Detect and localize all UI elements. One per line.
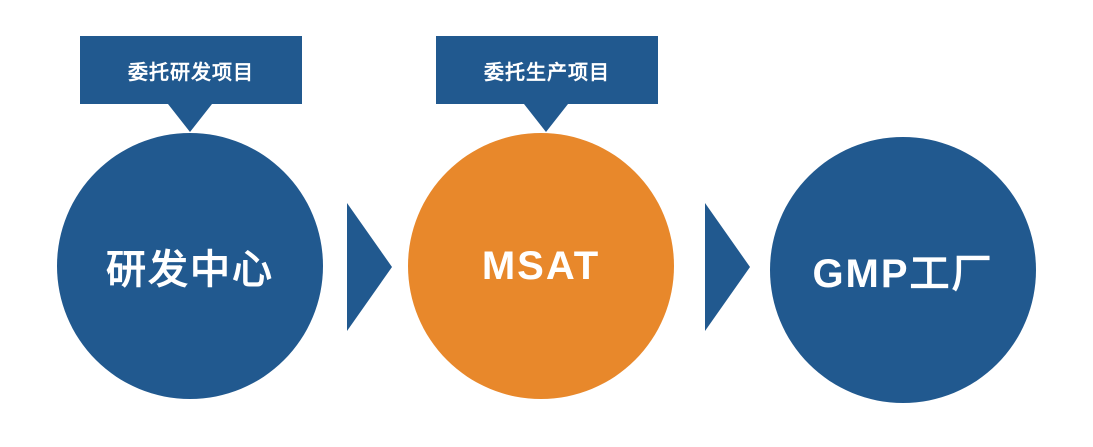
callout-rd-project: 委托研发项目 [80, 36, 302, 104]
node-gmp-factory: GMP工厂 [770, 137, 1036, 403]
node-rd-center-label: 研发中心 [106, 248, 274, 292]
node-msat-label: MSAT [481, 243, 601, 288]
arrow-right-icon [347, 203, 392, 331]
callout-production-project-label: 委托生产项目 [484, 61, 610, 84]
node-msat: MSAT [408, 133, 674, 399]
callout-rd-pointer-icon [168, 104, 212, 132]
callout-production-pointer-icon [524, 104, 568, 132]
node-rd-center: 研发中心 [57, 133, 323, 399]
node-gmp-factory-label: GMP工厂 [812, 252, 994, 296]
callout-rd-project-label: 委托研发项目 [128, 61, 254, 84]
callout-production-project: 委托生产项目 [436, 36, 658, 104]
arrow-right-icon [705, 203, 750, 331]
